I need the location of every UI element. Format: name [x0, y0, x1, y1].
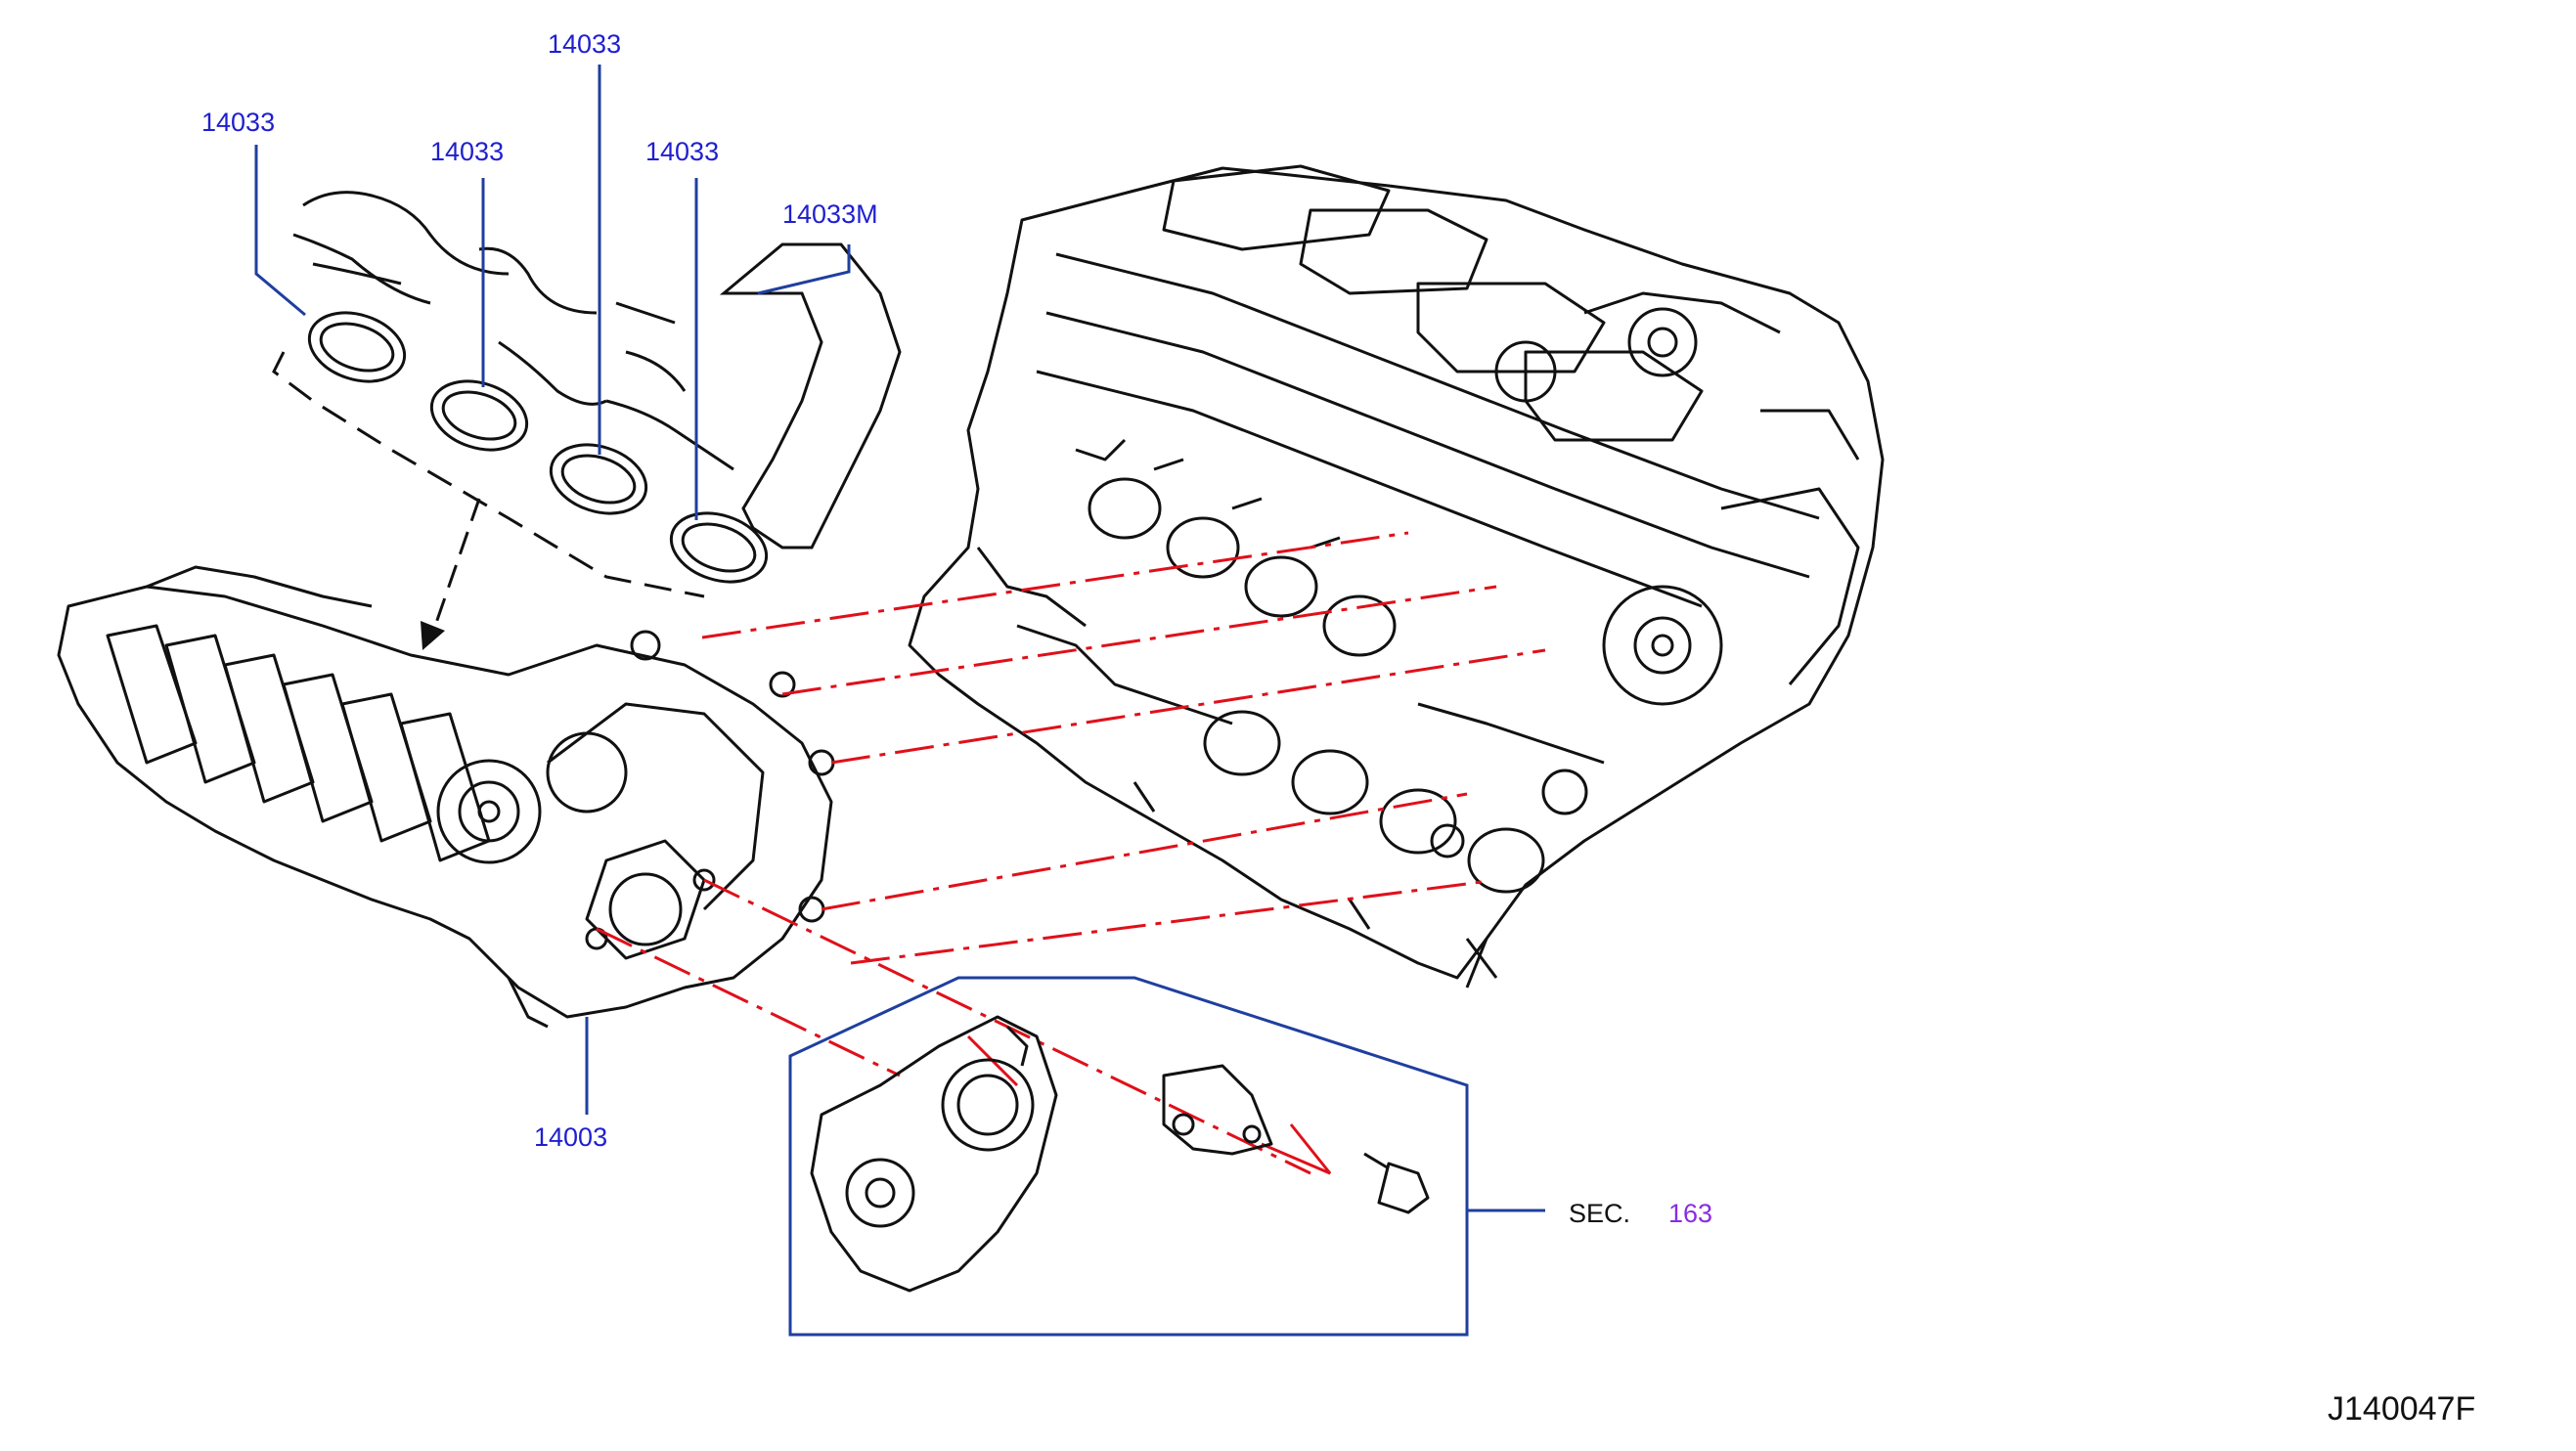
gasket-illustration [272, 191, 902, 598]
figure-code: J140047F [2328, 1390, 2476, 1428]
gasket-to-manifold-arrow [421, 498, 481, 650]
callout-14033-b[interactable]: 14033 [430, 137, 505, 166]
callout-14033-a[interactable]: 14033 [201, 108, 276, 137]
callout-14033-d[interactable]: 14033 [645, 137, 720, 166]
section-detail-box [788, 976, 1545, 1337]
callout-14033m[interactable]: 14033M [782, 199, 878, 229]
intake-manifold-illustration [57, 565, 835, 1029]
callout-14003[interactable]: 14003 [534, 1122, 608, 1152]
engine-block-illustration [908, 164, 1885, 989]
callout-leader-lines [254, 65, 851, 1115]
assembly-lines [596, 531, 1546, 1175]
callout-14033-c[interactable]: 14033 [548, 29, 622, 59]
section-reference-number[interactable]: 163 [1668, 1199, 1713, 1228]
section-reference-label: SEC. [1569, 1199, 1631, 1228]
assembly-lines-solid [966, 1034, 1332, 1175]
